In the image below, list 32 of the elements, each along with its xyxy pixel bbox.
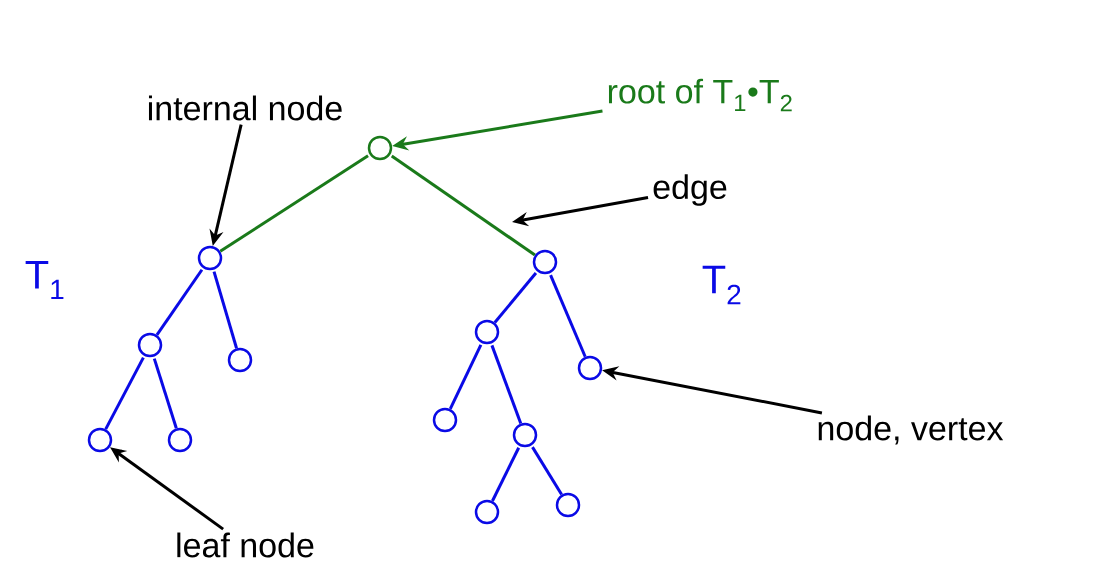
tree-edge (549, 274, 587, 358)
tree-edge (491, 447, 521, 502)
tree-edge (104, 356, 145, 430)
tree-edge (490, 344, 523, 425)
annotation-text: internal node (149, 95, 342, 121)
tree-node (512, 422, 538, 448)
tree-edge (493, 272, 538, 324)
tree-node (227, 347, 253, 373)
tree-edge (390, 154, 536, 257)
tree-node (87, 427, 113, 453)
tree-node (474, 319, 500, 345)
tree-node (532, 249, 558, 275)
annotation-text: node, vertex (818, 415, 1004, 445)
annotation-text: leaf node (177, 532, 314, 558)
tree-edge (155, 268, 204, 336)
annotation-text: root of T$_{1}$•T$_{2}$ (608, 78, 792, 112)
tree-node (167, 427, 193, 453)
annotation-text: edge (653, 174, 727, 206)
tree-node (367, 135, 393, 161)
tree-node (474, 499, 500, 525)
tree-edge (219, 154, 369, 253)
tree-node (555, 492, 581, 518)
tree-label: T$_{2}$ (702, 265, 741, 305)
tree-label: T$_{1}$ (25, 260, 64, 300)
tree-edge (531, 446, 563, 496)
tree-edge (448, 344, 483, 410)
tree-edge (152, 358, 178, 429)
tree-node (432, 407, 458, 433)
tree-node (137, 332, 163, 358)
tree-edge (212, 271, 238, 349)
tree-node (197, 245, 223, 271)
tree-node (577, 355, 603, 381)
